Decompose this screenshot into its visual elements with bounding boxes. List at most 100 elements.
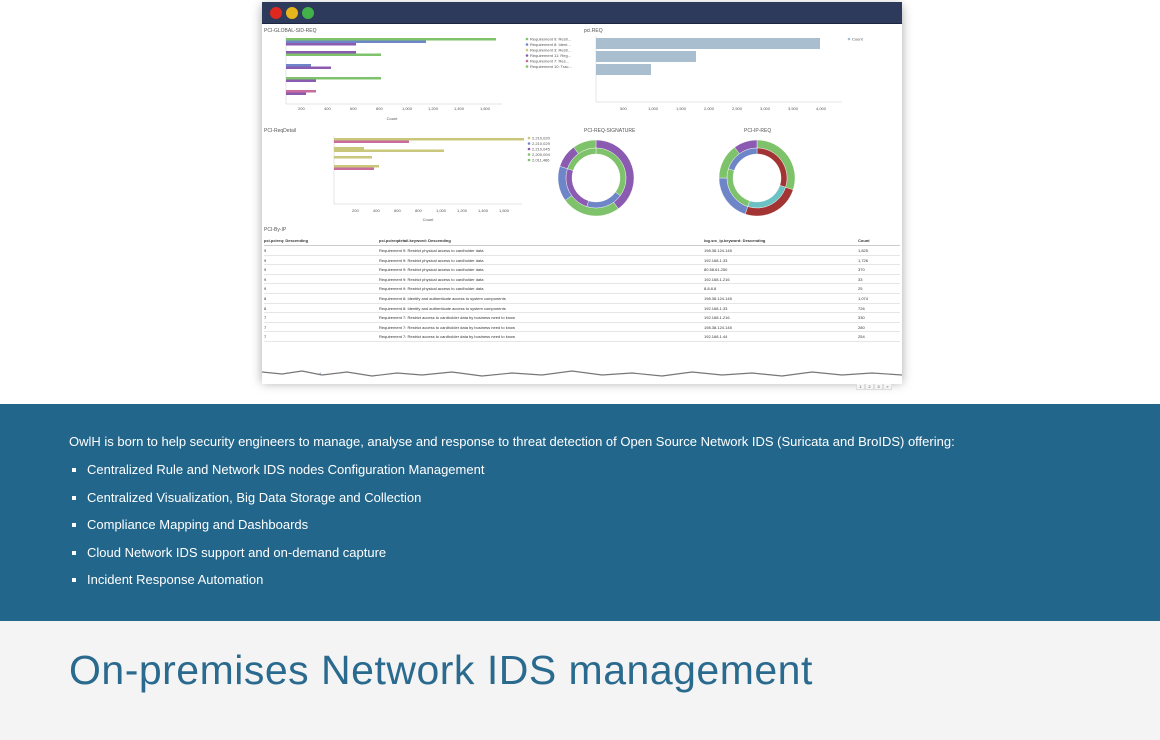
- info-section: OwlH is born to help security engineers …: [0, 404, 1160, 621]
- tick-label: 3,000: [760, 106, 771, 111]
- table-cell: 192.168.1.216: [704, 315, 730, 321]
- tick-label: 1,000: [436, 208, 447, 213]
- table-cell: 7: [264, 324, 267, 330]
- panel-title-reqdetail: PCI-ReqDetail: [264, 128, 296, 134]
- table-cell: 1,726: [858, 257, 869, 263]
- legend-swatch: [525, 43, 529, 46]
- table-cell: 33: [858, 276, 863, 282]
- bar: [596, 38, 820, 49]
- tick-label: 1,500: [676, 106, 687, 111]
- panel-title-sid-req: PCI-GLOBAL-SID-REQ: [264, 28, 317, 34]
- dashboard-content: PCI-GLOBAL-SID-REQ pci.REQ PCI-ReqDetail…: [262, 24, 902, 390]
- bar: [596, 64, 651, 75]
- tick-label: 2,500: [732, 106, 743, 111]
- tick-label: 1,200: [457, 208, 468, 213]
- table-cell: 192.168.1.44: [704, 334, 728, 340]
- maximize-window-dot: [302, 7, 314, 19]
- panel-title-ip-req: PCI-IP-REQ: [744, 128, 772, 134]
- feature-item: Compliance Mapping and Dashboards: [69, 516, 484, 544]
- legend-swatch: [525, 59, 529, 63]
- table-cell: 254: [858, 334, 865, 340]
- bar: [334, 138, 524, 141]
- table-header-row: pci.pcireq: Descending pci.pcireqdetail.…: [264, 236, 900, 246]
- legend-item: Count: [852, 37, 864, 42]
- tick-label: 200: [298, 106, 305, 111]
- col-header-reqdetail[interactable]: pci.pcireqdetail.keyword: Descending: [379, 238, 451, 243]
- window-titlebar: [262, 2, 902, 24]
- tick-label: 1,400: [478, 208, 489, 213]
- col-header-pcireq[interactable]: pci.pcireq: Descending: [264, 238, 309, 243]
- table-cell: 25: [858, 286, 863, 292]
- tick-label: 1,400: [454, 106, 465, 111]
- legend-swatch: [525, 65, 529, 68]
- axis-label: Count: [387, 116, 399, 121]
- table-row: 9 Requirement 9: Restrict physical access…: [264, 246, 900, 256]
- table-cell: 280: [858, 324, 865, 330]
- tick-label: 3,500: [788, 106, 799, 111]
- section-title: On-premises Network IDS management: [69, 647, 813, 693]
- bar: [334, 140, 409, 143]
- table-cell: 726: [858, 305, 865, 311]
- close-window-dot: [270, 7, 282, 19]
- table-cell: 198.38.124.145: [704, 248, 732, 253]
- table-cell: 1,825: [858, 248, 869, 253]
- col-header-src-ip[interactable]: log.src_ip.keyword: Descending: [704, 238, 766, 243]
- legend-item: Requirement 7: Res...: [530, 59, 569, 64]
- table-cell: 8: [264, 305, 267, 311]
- col-header-count[interactable]: Count: [858, 238, 870, 243]
- table-cell: Requirement 8: Identify and authenticate…: [379, 305, 506, 311]
- table-cell: 80.58.61.250: [704, 267, 728, 273]
- table-cell: 9: [264, 248, 267, 253]
- bar: [286, 64, 311, 67]
- table-cell: 9: [264, 276, 267, 282]
- table-cell: 8: [264, 296, 267, 301]
- donut-slice: [756, 139, 796, 190]
- minimize-window-dot: [286, 7, 298, 19]
- bar: [286, 66, 331, 69]
- table-cell: Requirement 9: Restrict physical access …: [379, 276, 484, 282]
- table-cell: Requirement 9: Restrict physical access …: [379, 267, 484, 273]
- bar: [286, 38, 496, 41]
- table-cell: 7: [264, 315, 267, 321]
- bar: [334, 165, 379, 168]
- legend-item: Requirement 11: Reg...: [530, 53, 571, 58]
- legend-item: Requirement 8: Ident...: [530, 42, 571, 47]
- legend-swatch: [525, 54, 529, 57]
- table-cell: 192.168.1.33: [704, 305, 728, 311]
- table-cell: 330: [858, 315, 865, 321]
- table-cell: Requirement 8: Identify and authenticate…: [379, 296, 506, 301]
- legend-swatch: [527, 153, 531, 156]
- feature-item: Incident Response Automation: [69, 571, 484, 599]
- lower-section: On-premises Network IDS management: [0, 621, 1160, 740]
- legend-item: 2,210,045: [532, 147, 551, 152]
- bar: [286, 92, 306, 95]
- table-cell: 198.38.124.145: [704, 324, 732, 330]
- legend-swatch: [527, 136, 531, 140]
- table-cell: Requirement 9: Restrict physical access …: [379, 286, 484, 292]
- bar: [286, 77, 381, 80]
- bar: [286, 43, 356, 46]
- donut-slice: [728, 147, 758, 171]
- bar: [596, 51, 696, 62]
- bar: [334, 167, 374, 170]
- table-cell: Requirement 9: Restrict physical access …: [379, 248, 484, 253]
- feature-item: Centralized Rule and Network IDS nodes C…: [69, 461, 484, 489]
- feature-item: Cloud Network IDS support and on-demand …: [69, 544, 484, 572]
- bar: [334, 156, 372, 159]
- donut-slice: [567, 147, 597, 171]
- table-row: 8 Requirement 8: Identify and authenticat…: [264, 304, 900, 314]
- legend-item: Requirement 3: Restr...: [530, 48, 571, 53]
- tick-label: 500: [620, 106, 627, 111]
- table-cell: 8.8.8.8: [704, 286, 717, 292]
- legend-swatch: [847, 37, 851, 41]
- legend-item: 2,210,020: [532, 136, 551, 141]
- bar: [334, 149, 444, 152]
- tick-label: 400: [324, 106, 331, 111]
- table-cell: Requirement 7: Restrict access to cardho…: [379, 334, 516, 340]
- feature-list: Centralized Rule and Network IDS nodes C…: [69, 461, 484, 599]
- legend-swatch: [525, 48, 529, 52]
- axis-label: Count: [423, 217, 435, 222]
